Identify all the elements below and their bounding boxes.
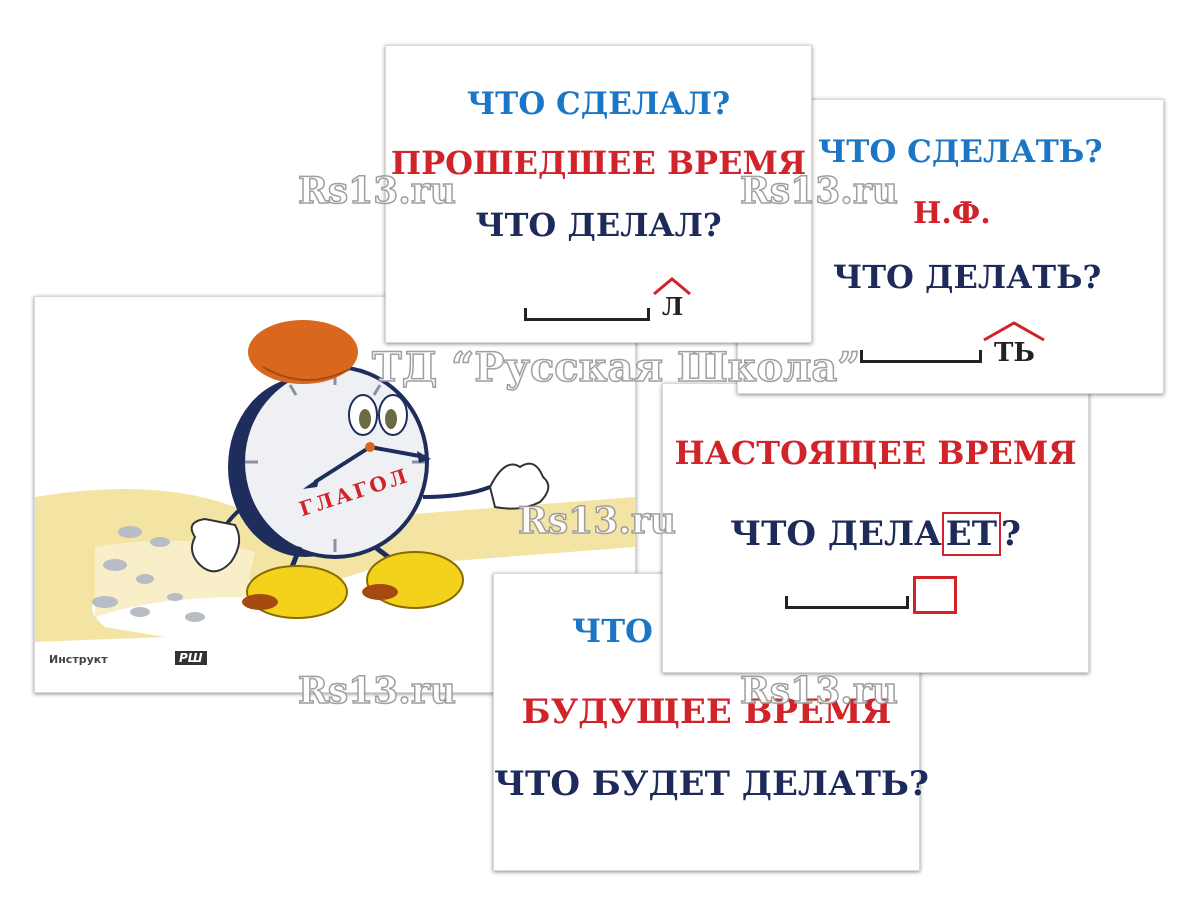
past-stem-bracket (524, 308, 650, 321)
future-tense-label: БУДУЩЕЕ ВРЕМЯ (521, 692, 892, 732)
watermark-site-1: Rs13.ru (297, 169, 456, 213)
infinitive-question-1: ЧТО СДЕЛАТЬ? (818, 134, 1103, 170)
watermark-site-3: Rs13.ru (517, 499, 676, 543)
left-glove (190, 517, 241, 573)
mascot-card: ГЛАГОЛ Инструкт РШ (34, 296, 636, 693)
past-tense-card: ЧТО СДЕЛАЛ? ПРОШЕДШЕЕ ВРЕМЯ ЧТО ДЕЛАЛ? Л (385, 45, 812, 343)
future-question-2: ЧТО БУДЕТ ДЕЛАТЬ? (494, 764, 929, 804)
past-tense-label: ПРОШЕДШЕЕ ВРЕМЯ (390, 144, 807, 182)
clock-mascot-illustration (35, 320, 635, 642)
watermark-site-5: Rs13.ru (739, 669, 898, 713)
beret (248, 320, 358, 384)
infinitive-suffix: ТЬ (994, 338, 1035, 368)
past-question-1: ЧТО СДЕЛАЛ? (466, 86, 731, 122)
watermark-site-4: Rs13.ru (297, 669, 456, 713)
stones (92, 526, 205, 622)
logo-right: РШ (175, 651, 207, 665)
watermark-site-2: Rs13.ru (739, 169, 898, 213)
past-suffix: Л (662, 292, 684, 321)
left-shoe (246, 565, 348, 619)
infinitive-question-2: ЧТО ДЕЛАТЬ? (833, 258, 1102, 296)
present-ending-box (913, 576, 957, 614)
road-shape (35, 489, 635, 642)
present-stem-bracket (785, 596, 909, 609)
suffix-roof-icon (653, 277, 691, 296)
present-question-mark: ? (1001, 514, 1021, 554)
past-question-2: ЧТО ДЕЛАЛ? (475, 206, 722, 244)
watermark-publisher: ТД “Русская Школа” (371, 343, 861, 392)
clock-face (241, 365, 429, 559)
infinitive-stem-bracket (860, 350, 982, 363)
present-question-stem: ЧТО ДЕЛА (730, 514, 942, 554)
suffix-roof-icon (983, 321, 1045, 342)
present-question-ending: ЕТ (941, 512, 1001, 556)
right-glove (488, 462, 550, 510)
logo-left: Инструкт (49, 653, 108, 666)
present-tense-label: НАСТОЯЩЕЕ ВРЕМЯ (674, 434, 1077, 472)
infinitive-label: Н.Ф. (913, 196, 991, 231)
